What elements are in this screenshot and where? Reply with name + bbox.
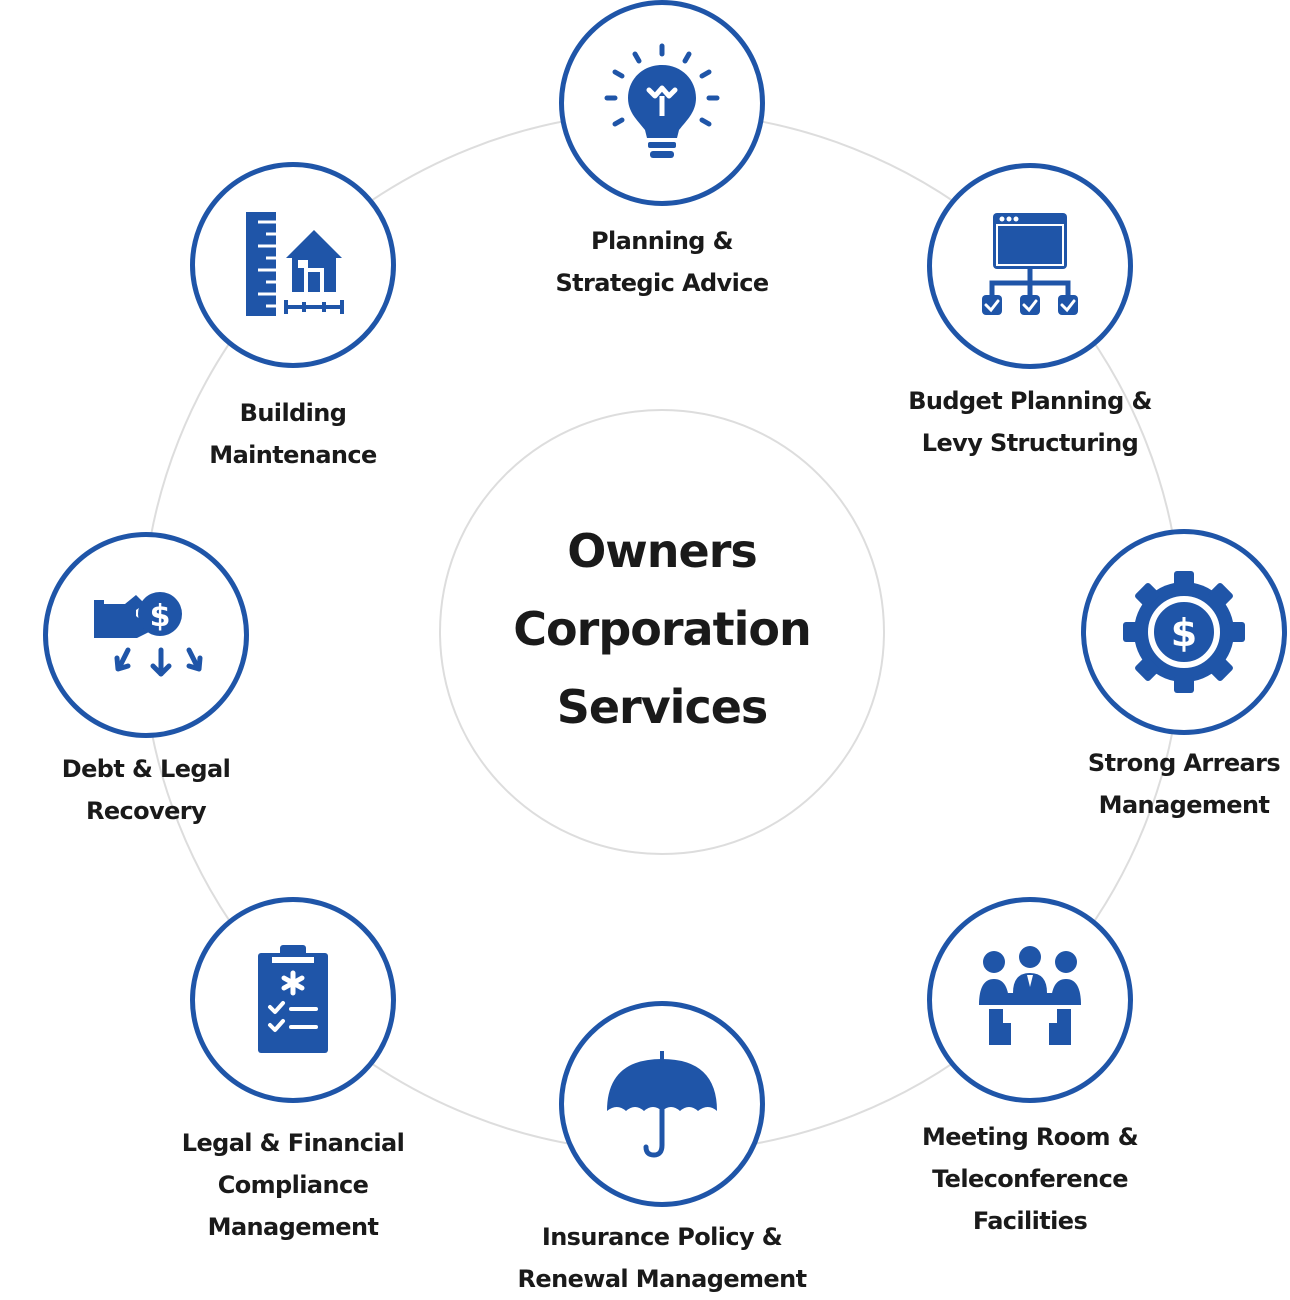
label-line: Insurance Policy & xyxy=(541,1223,783,1251)
label-insurance: Insurance Policy & Renewal Management xyxy=(517,1216,808,1300)
clipboard-checklist-icon xyxy=(258,945,328,1053)
label-line: Renewal Management xyxy=(517,1265,808,1293)
hand-money-icon: $ xyxy=(94,592,203,677)
svg-text:$: $ xyxy=(1171,611,1197,655)
label-line: Planning & xyxy=(591,227,734,255)
label-planning: Planning & Strategic Advice xyxy=(555,220,769,304)
dollar-gear-icon: $ xyxy=(1123,571,1245,693)
label-line: Facilities xyxy=(972,1207,1088,1235)
svg-text:$: $ xyxy=(150,599,171,634)
center-title-line: Owners xyxy=(567,524,758,578)
label-line: Strategic Advice xyxy=(555,269,769,297)
flowchart-checklist-icon xyxy=(982,213,1078,315)
label-arrears: Strong Arrears Management xyxy=(1087,742,1281,826)
ruler-house-icon xyxy=(246,212,344,316)
label-line: Maintenance xyxy=(209,441,377,469)
label-compliance: Legal & Financial Compliance Management xyxy=(181,1122,405,1248)
label-line: Recovery xyxy=(85,797,207,825)
meeting-room-icon xyxy=(979,946,1081,1045)
label-line: Debt & Legal xyxy=(61,755,231,783)
umbrella-icon xyxy=(607,1051,717,1158)
label-line: Strong Arrears xyxy=(1087,749,1281,777)
label-budget: Budget Planning & Levy Structuring xyxy=(908,380,1152,464)
node-planning xyxy=(559,0,765,206)
label-building: Building Maintenance xyxy=(209,392,377,476)
center-circle xyxy=(439,409,885,855)
center-title: Owners Corporation Services xyxy=(440,512,884,746)
label-debt: Debt & Legal Recovery xyxy=(61,748,231,832)
lightbulb-icon xyxy=(604,43,720,158)
center-title-line: Corporation xyxy=(513,602,811,656)
label-line: Management xyxy=(1098,791,1270,819)
label-line: Levy Structuring xyxy=(921,429,1139,457)
node-debt: $ xyxy=(43,532,249,738)
node-arrears: $ xyxy=(1081,529,1287,735)
label-line: Management xyxy=(207,1213,379,1241)
label-line: Compliance xyxy=(217,1171,369,1199)
node-compliance xyxy=(190,897,396,1103)
label-line: Legal & Financial xyxy=(181,1129,405,1157)
label-line: Meeting Room & xyxy=(921,1123,1139,1151)
node-building xyxy=(190,162,396,368)
node-insurance xyxy=(559,1001,765,1207)
node-meeting xyxy=(927,897,1133,1103)
label-line: Teleconference xyxy=(932,1165,1128,1193)
label-line: Budget Planning & xyxy=(908,387,1152,415)
node-budget xyxy=(927,163,1133,369)
center-title-line: Services xyxy=(556,680,769,734)
label-meeting: Meeting Room & Teleconference Facilities xyxy=(921,1116,1139,1242)
label-line: Building xyxy=(239,399,347,427)
